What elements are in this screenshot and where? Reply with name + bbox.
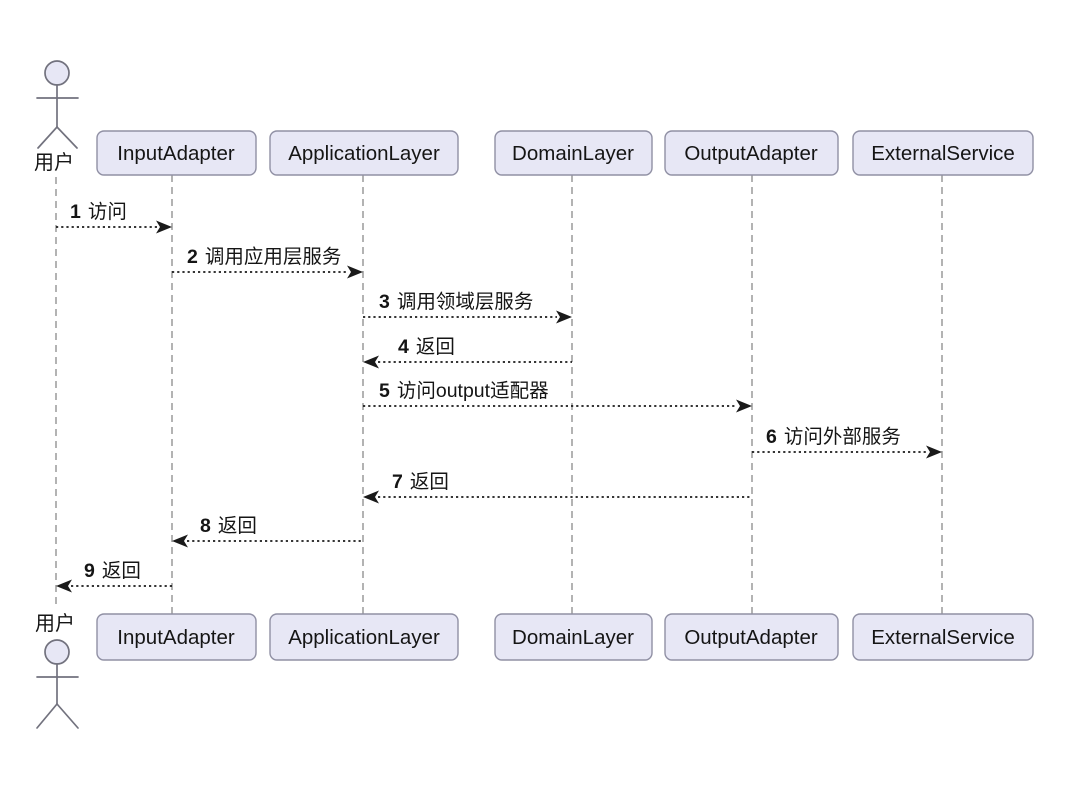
arrowhead-left-icon [363,490,379,504]
message-label: 3 调用领域层服务 [379,291,533,313]
message-text: 返回 [102,560,141,582]
participant-box [96,613,257,661]
actor-head-icon [44,60,70,86]
arrowhead-right-icon [926,445,942,459]
participant-domainlayer-bottom: DomainLayer [494,613,653,661]
message-text: 调用领域层服务 [397,291,534,313]
actor-right-leg-line [56,703,79,729]
participant-applicationlayer-bottom: ApplicationLayer [269,613,459,661]
message-3: 3 调用领域层服务 [363,291,572,324]
message-number: 8 [200,515,211,537]
message-number: 5 [379,380,390,402]
message-number: 9 [84,560,95,582]
message-text: 访问output适配器 [397,380,549,402]
participant-box [494,613,653,661]
message-label: 7 返回 [392,471,449,493]
participant-outputadapter-top: OutputAdapter [664,130,839,176]
participant-box [269,130,459,176]
arrowhead-right-icon [556,310,572,324]
participant-inputadapter-top: InputAdapter [96,130,257,176]
participant-label: DomainLayer [512,142,634,165]
message-text: 访问外部服务 [784,426,901,448]
message-7: 7 返回 [363,471,752,504]
participant-label: InputAdapter [117,626,235,649]
message-label: 4 返回 [398,336,455,358]
messages: 1 访问 2 调用应用层服务 3 调用领域层服务 4 返回 5 访问output适配器 6… [56,201,942,593]
message-number: 7 [392,471,403,493]
message-number: 2 [187,246,198,268]
message-label: 9 返回 [84,560,141,582]
participant-applicationlayer-top: ApplicationLayer [269,130,459,176]
lifelines [55,175,943,614]
participant-label: InputAdapter [117,142,235,165]
message-text: 返回 [416,336,455,358]
message-2: 2 调用应用层服务 [172,246,363,279]
actor-user-top: 用户 [34,60,79,174]
participant-box [664,613,839,661]
participant-box [96,130,257,176]
participant-box [664,130,839,176]
arrowhead-left-icon [172,534,188,548]
message-8: 8 返回 [172,515,363,548]
actor-left-leg-line [37,126,58,149]
message-label: 6 访问外部服务 [766,426,901,448]
actor-right-leg-line [56,126,78,149]
arrowhead-left-icon [363,355,379,369]
message-1: 1 访问 [56,201,172,234]
message-text: 调用应用层服务 [205,246,342,268]
participants-bottom: InputAdapter ApplicationLayer DomainLaye… [96,613,1034,661]
message-9: 9 返回 [56,560,172,593]
message-6: 6 访问外部服务 [752,426,942,459]
participant-box [269,613,459,661]
participant-label: OutputAdapter [684,142,818,165]
actor-left-leg-line [36,703,58,729]
arrowhead-right-icon [347,265,363,279]
participant-label: DomainLayer [512,626,634,649]
participants-top: InputAdapter ApplicationLayer DomainLaye… [96,130,1034,176]
actor-user-bottom: 用户 [35,612,79,729]
participant-label: ExternalService [871,142,1015,165]
participant-box [852,130,1034,176]
message-label: 2 调用应用层服务 [187,246,341,268]
arrowhead-left-icon [56,579,72,593]
participant-label: OutputAdapter [684,626,818,649]
participant-label: ApplicationLayer [288,142,440,165]
participant-externalservice-top: ExternalService [852,130,1034,176]
participant-label: ApplicationLayer [288,626,440,649]
message-number: 3 [379,291,390,313]
participant-inputadapter-bottom: InputAdapter [96,613,257,661]
participant-label: ExternalService [871,626,1015,649]
participant-box [852,613,1034,661]
arrowhead-right-icon [736,399,752,413]
arrowhead-right-icon [156,220,172,234]
actor-label: 用户 [34,151,74,174]
message-5: 5 访问output适配器 [363,380,752,413]
message-text: 返回 [218,515,257,537]
message-label: 8 返回 [200,515,257,537]
participant-domainlayer-top: DomainLayer [494,130,653,176]
message-text: 访问 [88,201,127,223]
message-4: 4 返回 [363,336,572,369]
message-number: 6 [766,426,777,448]
participant-externalservice-bottom: ExternalService [852,613,1034,661]
actor-label: 用户 [35,612,75,635]
message-number: 1 [70,201,81,223]
participant-outputadapter-bottom: OutputAdapter [664,613,839,661]
message-number: 4 [398,336,409,358]
actor-head-icon [44,639,70,665]
message-label: 5 访问output适配器 [379,380,549,402]
participant-box [494,130,653,176]
message-label: 1 访问 [70,201,127,223]
message-text: 返回 [410,471,449,493]
